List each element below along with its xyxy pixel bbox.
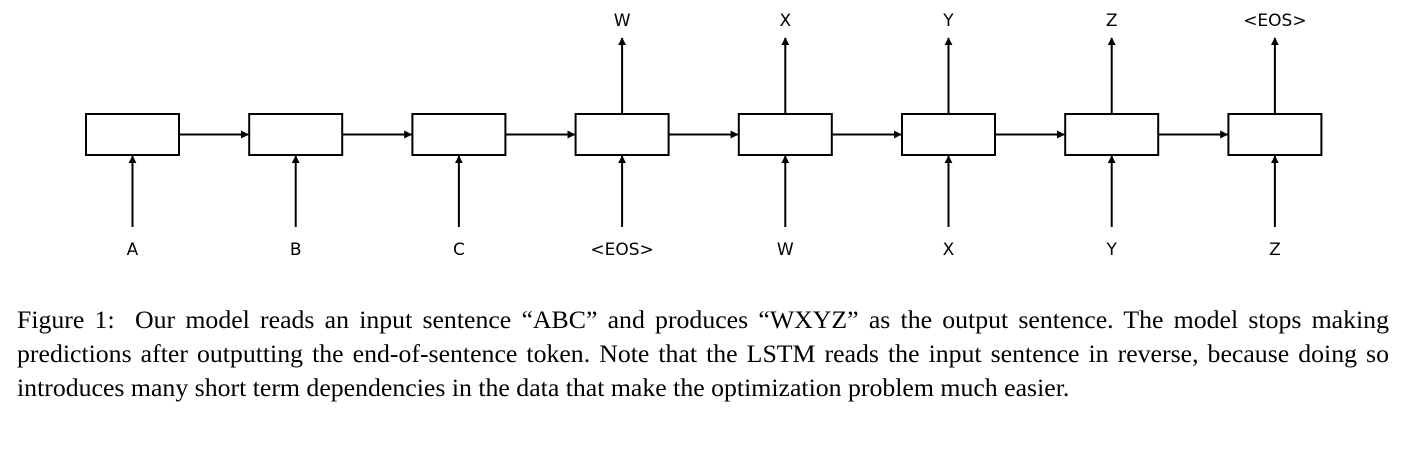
lstm-cell-7: [1227, 113, 1323, 156]
input-token-2: C: [453, 240, 465, 260]
input-token-3: <EOS>: [590, 240, 653, 260]
input-token-1: B: [290, 240, 302, 260]
output-token-5: Y: [942, 11, 954, 31]
input-token-7: Z: [1269, 240, 1281, 260]
input-token-0: A: [127, 240, 139, 260]
input-token-6: Y: [1106, 240, 1118, 260]
output-token-7: <EOS>: [1243, 11, 1306, 31]
caption-text: Our model reads an input sentence “ABC” …: [17, 305, 1389, 402]
input-token-5: X: [943, 240, 955, 260]
lstm-cell-4: [737, 113, 833, 156]
lstm-cell-0: [85, 113, 180, 156]
output-token-4: X: [779, 11, 791, 31]
lstm-cell-3: [574, 113, 670, 156]
figure-number: Figure 1:: [17, 305, 115, 334]
lstm-cell-1: [248, 113, 344, 156]
lstm-cell-2: [411, 113, 507, 156]
output-token-6: Z: [1106, 11, 1118, 31]
output-token-3: W: [614, 11, 631, 31]
input-token-4: W: [777, 240, 794, 260]
figure-caption: Figure 1: Our model reads an input sente…: [17, 303, 1389, 405]
lstm-seq2seq-diagram: A B C <EOS> W W X X Y Y Z Z <EOS>: [85, 11, 1323, 260]
lstm-cell-5: [901, 113, 996, 156]
lstm-cell-6: [1064, 113, 1160, 156]
